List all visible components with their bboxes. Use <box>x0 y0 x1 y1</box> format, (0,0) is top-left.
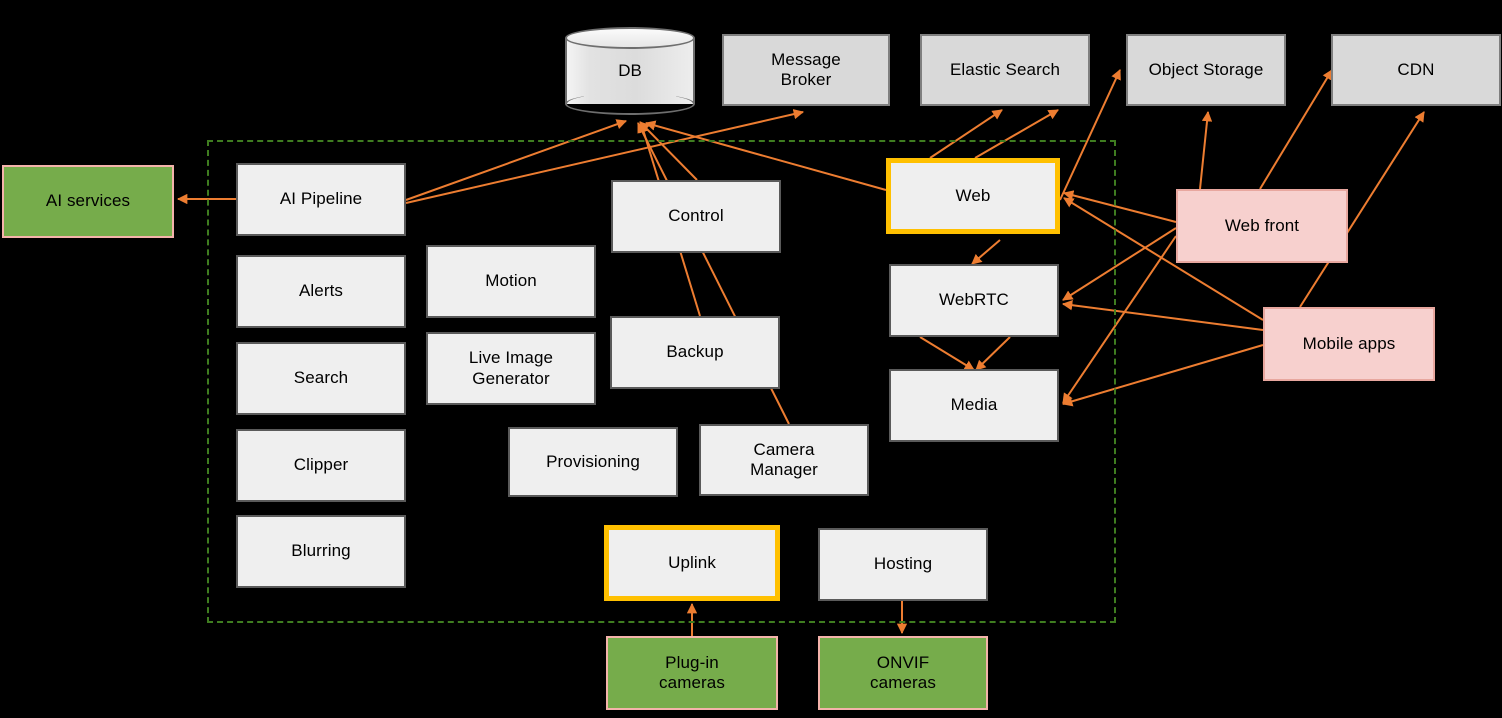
node-camera-manager[interactable]: Camera Manager <box>699 424 869 496</box>
node-mobile-apps[interactable]: Mobile apps <box>1263 307 1435 381</box>
node-web-front[interactable]: Web front <box>1176 189 1348 263</box>
node-elastic-search[interactable]: Elastic Search <box>920 34 1090 106</box>
node-message-broker[interactable]: Message Broker <box>722 34 890 106</box>
node-clipper[interactable]: Clipper <box>236 429 406 502</box>
node-db[interactable]: DB <box>565 27 695 115</box>
node-blurring[interactable]: Blurring <box>236 515 406 588</box>
node-label: ONVIF cameras <box>870 652 936 692</box>
node-onvif-cameras[interactable]: ONVIF cameras <box>818 636 988 710</box>
node-label: Uplink <box>668 552 716 572</box>
cylinder-top-ellipse <box>565 27 695 49</box>
node-label: Backup <box>666 342 724 362</box>
node-label: Control <box>668 206 724 226</box>
node-label: Object Storage <box>1148 59 1264 79</box>
node-uplink[interactable]: Uplink <box>604 525 780 601</box>
node-backup[interactable]: Backup <box>610 316 780 389</box>
node-label: Elastic Search <box>949 59 1061 79</box>
node-hosting[interactable]: Hosting <box>818 528 988 601</box>
node-label: Web <box>955 185 991 205</box>
node-label: Motion <box>485 271 537 291</box>
node-alerts[interactable]: Alerts <box>236 255 406 328</box>
node-label: Clipper <box>293 455 349 475</box>
node-label: Provisioning <box>546 451 640 471</box>
node-live-image[interactable]: Live Image Generator <box>426 332 596 405</box>
node-label: AI services <box>45 191 131 211</box>
edge-web-front-to-object-storage <box>1199 110 1213 190</box>
node-webrtc[interactable]: WebRTC <box>889 264 1059 337</box>
node-label: Live Image Generator <box>468 348 554 388</box>
node-object-storage[interactable]: Object Storage <box>1126 34 1286 106</box>
node-motion[interactable]: Motion <box>426 245 596 318</box>
node-label: Camera Manager <box>750 439 818 479</box>
node-search[interactable]: Search <box>236 342 406 415</box>
node-label: Mobile apps <box>1302 333 1396 353</box>
node-control[interactable]: Control <box>611 180 781 253</box>
node-label: Hosting <box>873 554 933 574</box>
node-web[interactable]: Web <box>886 158 1060 234</box>
node-label: AI Pipeline <box>279 189 363 209</box>
node-label: Media <box>950 395 998 415</box>
node-label: Plug-in cameras <box>659 652 725 692</box>
node-provisioning[interactable]: Provisioning <box>508 427 678 497</box>
node-label: CDN <box>1397 59 1435 79</box>
node-label: Search <box>293 368 349 388</box>
node-label: Blurring <box>291 541 351 561</box>
node-label: Message Broker <box>771 49 841 89</box>
node-label: DB <box>618 61 642 80</box>
node-plugin-cameras[interactable]: Plug-in cameras <box>606 636 778 710</box>
node-label: Alerts <box>298 281 344 301</box>
node-media[interactable]: Media <box>889 369 1059 442</box>
node-label: WebRTC <box>939 290 1009 310</box>
node-label: Web front <box>1224 215 1300 235</box>
node-ai-services[interactable]: AI services <box>2 165 174 238</box>
node-ai-pipeline[interactable]: AI Pipeline <box>236 163 406 236</box>
node-cdn[interactable]: CDN <box>1331 34 1501 106</box>
